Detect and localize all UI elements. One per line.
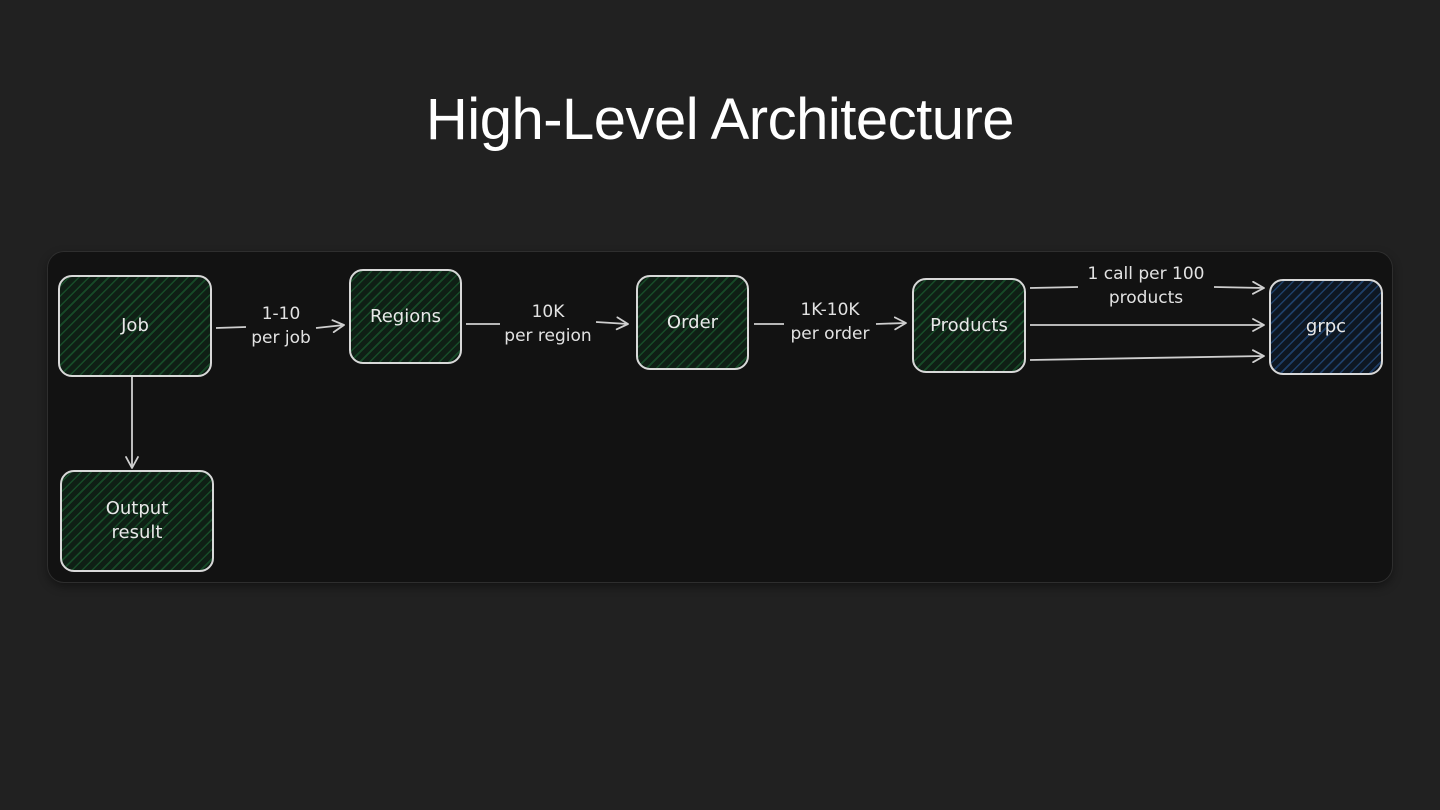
node-order[interactable]: Order	[636, 275, 749, 370]
node-regions-label: Regions	[370, 305, 441, 327]
edge-order-products-arrow	[875, 316, 907, 331]
edge-products-grpc-3	[1029, 349, 1265, 364]
edge-products-grpc-1	[1029, 286, 1079, 289]
node-order-label: Order	[666, 311, 719, 333]
page-title: High-Level Architecture	[425, 87, 1015, 152]
edge-label-order-products-line1: 1K-10K	[800, 300, 860, 320]
connector-layer	[125, 280, 1265, 469]
edge-label-regions-order: 10K per region	[494, 300, 602, 348]
edge-label-job-regions-line2: per job	[251, 328, 311, 348]
node-grpc[interactable]: grpc	[1269, 279, 1383, 375]
node-grpc-label: grpc	[1305, 316, 1347, 337]
edge-job-regions-arrow	[315, 319, 345, 334]
edge-label-products-grpc: 1 call per 100 products	[1074, 262, 1218, 310]
node-output-line2: result	[111, 522, 163, 543]
edge-products-grpc-1-arrow	[1213, 280, 1265, 295]
edge-label-order-products: 1K-10K per order	[778, 298, 882, 346]
edge-label-order-products-line2: per order	[790, 324, 870, 344]
edge-label-products-grpc-line1: 1 call per 100	[1087, 264, 1205, 284]
node-regions[interactable]: Regions	[349, 269, 462, 364]
edge-label-job-regions-line1: 1-10	[261, 304, 301, 324]
node-products[interactable]: Products	[912, 278, 1026, 373]
node-output-result[interactable]: Output result	[60, 470, 214, 572]
node-output-line1: Output	[105, 498, 169, 519]
node-job-label: Job	[121, 315, 149, 336]
edge-label-job-regions: 1-10 per job	[238, 302, 324, 350]
node-products-label: Products	[930, 314, 1008, 336]
edge-regions-order-arrow	[595, 316, 629, 331]
edge-label-regions-order-line1: 10K	[531, 302, 565, 322]
node-job[interactable]: Job	[58, 275, 212, 377]
edge-label-regions-order-line2: per region	[504, 326, 592, 346]
edge-job-regions	[215, 326, 247, 329]
edge-label-products-grpc-line2: products	[1108, 288, 1184, 308]
diagram-canvas: Job Regions Order Products grpc Output r…	[48, 252, 1392, 582]
